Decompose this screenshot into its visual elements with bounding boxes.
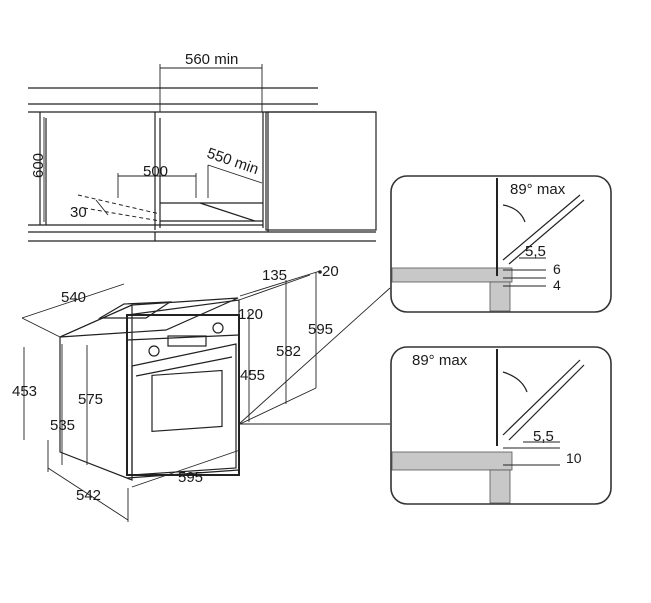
detail-bottom: 89° max 5,5 10 <box>390 346 612 505</box>
dim-door-height: 455 <box>240 367 265 384</box>
dim-panel: 20 <box>322 263 339 280</box>
dim-inner-height: 535 <box>50 417 75 434</box>
dim-bottom-depth: 542 <box>76 487 101 504</box>
dim-top-offset: 120 <box>238 306 263 323</box>
detail-bottom-dim-a: 10 <box>566 450 582 466</box>
detail-top-dim-a: 6 <box>553 261 561 277</box>
detail-top-gap: 5,5 <box>525 243 546 260</box>
dim-protrusion: 135 <box>262 267 287 284</box>
dim-height: 600 <box>30 153 47 178</box>
detail-top-dim-b: 4 <box>553 277 561 293</box>
oven-view: 540 135 20 120 595 582 455 453 575 535 5… <box>12 263 391 522</box>
detail-top: 89° max 5,5 6 4 <box>390 175 612 313</box>
cabinet-niche-view: 560 min 600 500 550 min 30 <box>28 51 377 242</box>
dim-body-height: 575 <box>78 391 103 408</box>
dim-front-height: 595 <box>308 321 333 338</box>
dim-vent: 30 <box>70 204 87 221</box>
dim-oven-width: 595 <box>178 469 203 486</box>
dim-side-height: 453 <box>12 383 37 400</box>
dim-width-min: 560 min <box>185 51 238 68</box>
dim-niche-height: 582 <box>276 343 301 360</box>
detail-bottom-angle: 89° max <box>412 352 468 369</box>
dim-oven-depth: 540 <box>61 289 86 306</box>
detail-bottom-gap: 5,5 <box>533 428 554 445</box>
dim-depth: 500 <box>143 163 168 180</box>
detail-top-angle: 89° max <box>510 181 566 198</box>
